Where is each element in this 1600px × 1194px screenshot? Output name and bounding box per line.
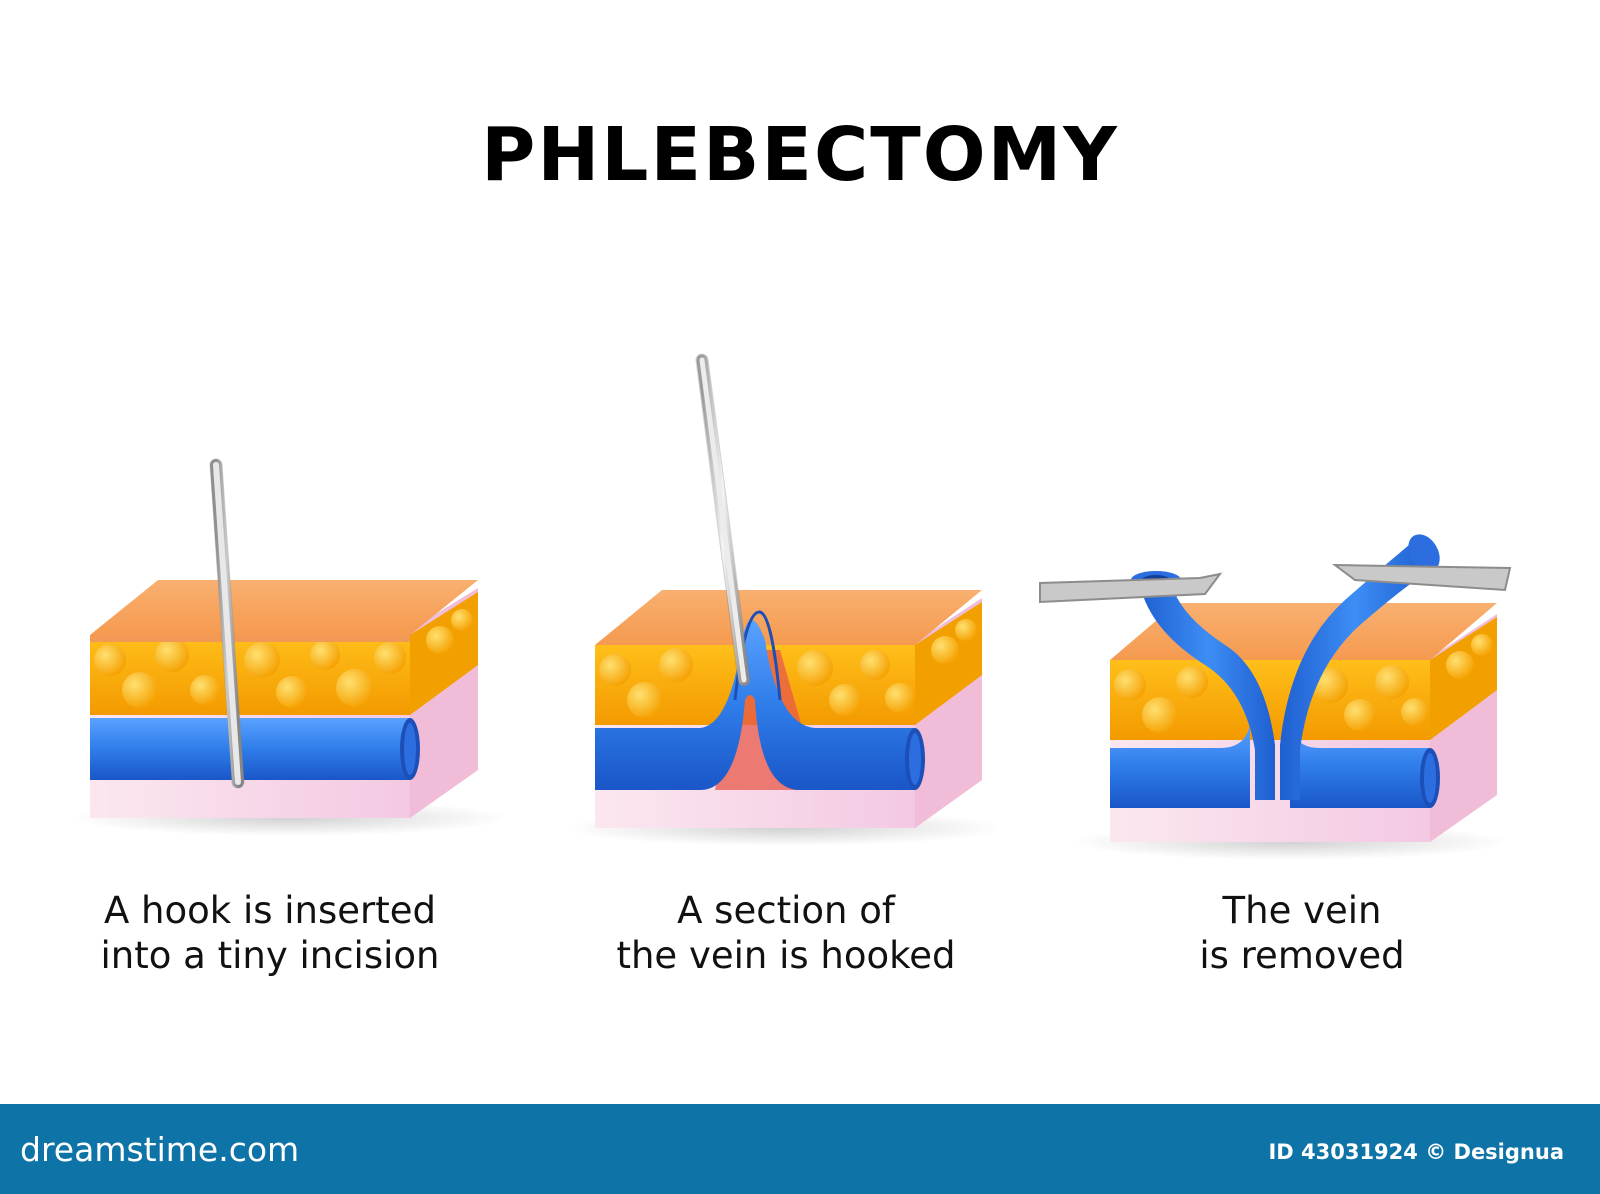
step-3-caption: The vein is removed bbox=[1082, 888, 1522, 978]
skin-block-step-3 bbox=[1039, 534, 1512, 860]
step-2-caption-line-2: the vein is hooked bbox=[616, 934, 956, 977]
step-3-caption-line-1: The vein bbox=[1222, 889, 1382, 932]
step-2-caption-line-1: A section of bbox=[677, 889, 895, 932]
skin-block-step-2 bbox=[565, 353, 1005, 846]
page-title: PHLEBECTOMY bbox=[481, 112, 1119, 198]
footer-bar: dreamstime.com ID 43031924 © Designua bbox=[0, 1104, 1600, 1194]
skin-block-step-1 bbox=[70, 458, 510, 836]
step-3-caption-line-2: is removed bbox=[1199, 934, 1405, 977]
step-1-caption-line-1: A hook is inserted bbox=[103, 889, 437, 932]
step-1-caption-line-2: into a tiny incision bbox=[100, 934, 440, 977]
diagram-illustration bbox=[70, 353, 1512, 860]
step-2-caption: A section of the vein is hooked bbox=[566, 888, 1006, 978]
step-1-caption: A hook is inserted into a tiny incision bbox=[50, 888, 490, 978]
footer-credit: ID 43031924 © Designua bbox=[1268, 1140, 1564, 1164]
footer-brand[interactable]: dreamstime.com bbox=[20, 1130, 300, 1169]
